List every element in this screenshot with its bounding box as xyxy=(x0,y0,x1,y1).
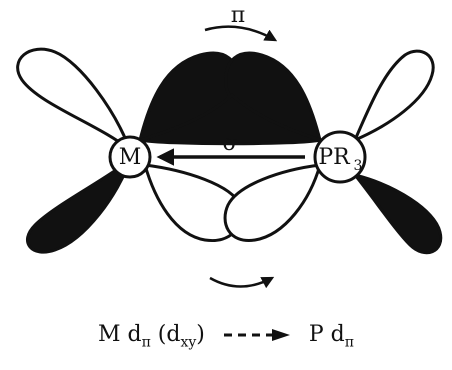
caption-right-text: P d xyxy=(309,322,345,347)
caption-left-text: M d xyxy=(98,322,142,347)
caption-left-close: ) xyxy=(196,322,205,347)
metal-label: M xyxy=(119,145,142,170)
phosphine-subscript: 3 xyxy=(354,158,363,174)
caption-left-paren-sub: xy xyxy=(180,334,196,350)
phosphine-lobe-lower-right xyxy=(355,175,441,253)
metal-lobe-upper-left xyxy=(18,49,130,150)
caption-left-paren: (d xyxy=(151,322,181,347)
caption: M dπ (dxy) P dπ xyxy=(0,322,452,350)
caption-left-sub: π xyxy=(142,334,151,350)
lower-curved-arrow xyxy=(210,278,272,287)
pi-label: π xyxy=(231,3,245,28)
sigma-label: σ xyxy=(222,131,237,156)
phosphine-lobe-upper-right xyxy=(355,51,433,140)
caption-right-sub: π xyxy=(345,334,354,350)
metal-lobe-lower-left xyxy=(27,160,130,252)
pi-curved-arrow xyxy=(205,27,275,40)
dashed-arrow-icon xyxy=(222,327,292,343)
phosphine-label: PR xyxy=(318,145,351,170)
phosphine-lobe-lower-center xyxy=(225,165,320,240)
